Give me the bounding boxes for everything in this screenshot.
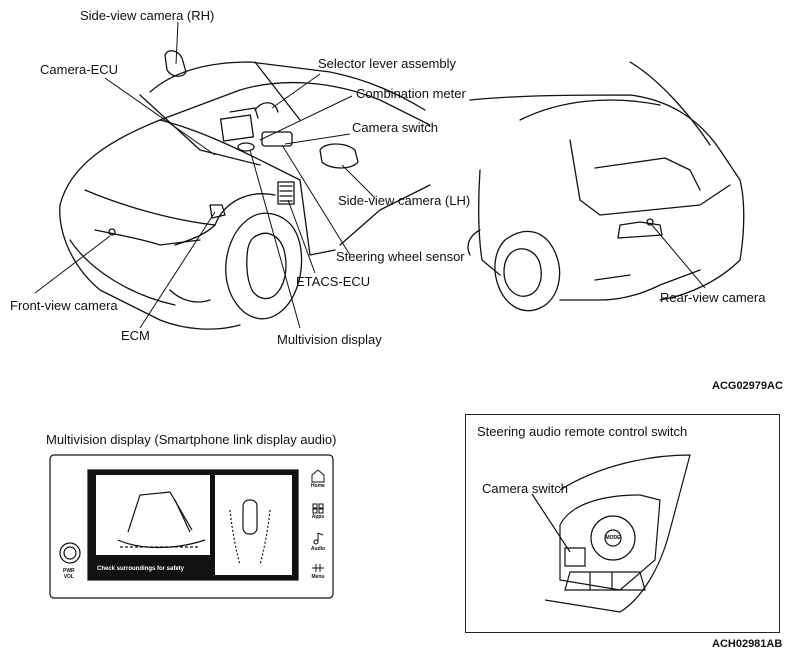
label-multivision-display: Multivision display <box>277 332 382 347</box>
steering-switch-frame <box>465 414 780 633</box>
home-icon <box>311 469 325 483</box>
audio-icon <box>317 532 324 542</box>
label-steering-wheel-sensor: Steering wheel sensor <box>336 249 465 264</box>
label-ecm: ECM <box>121 328 150 343</box>
label-combination-meter: Combination meter <box>356 86 466 101</box>
side-mirror-lh <box>319 143 359 169</box>
menu-icon <box>312 564 324 572</box>
rear-camera-shape <box>646 218 654 226</box>
display-safety-message: Check surroundings for safety <box>97 566 185 572</box>
display-panel-title: Multivision display (Smartphone link dis… <box>46 432 337 447</box>
steering-panel-title: Steering audio remote control switch <box>477 424 688 439</box>
label-side-view-camera-lh: Side-view camera (LH) <box>338 193 471 208</box>
display-audio-label: Audio <box>310 546 326 552</box>
selector-lever <box>254 102 279 113</box>
label-etacs-ecu: ETACS-ECU <box>296 274 371 289</box>
rear-vehicle-outline <box>467 61 745 312</box>
apps-icon <box>312 503 318 509</box>
leader-lines <box>34 21 706 329</box>
label-side-view-camera-rh: Side-view camera (RH) <box>80 8 215 23</box>
side-icons <box>311 469 325 572</box>
display-home-label: Home <box>311 483 325 489</box>
side-mirror-rh <box>164 50 187 77</box>
figure-code-upper: ACG02979AC <box>712 380 783 392</box>
steering-mode-label: MODE <box>605 535 621 541</box>
display-menu-label: Menu <box>311 574 325 580</box>
steering-switch-art <box>531 454 691 613</box>
etacs-ecu-shape <box>277 181 295 205</box>
label-front-view-camera: Front-view camera <box>10 298 118 313</box>
front-vehicle-outline <box>59 61 431 330</box>
display-power-label: PWR VOL <box>63 568 75 580</box>
steering-wheel-shape <box>237 142 255 152</box>
figure-code-lower: ACH02981AB <box>712 638 783 650</box>
camera-ecu-box <box>219 114 255 142</box>
label-selector-lever-assembly: Selector lever assembly <box>318 56 456 71</box>
steering-camera-switch-label: Camera switch <box>482 481 568 496</box>
ecm-shape <box>209 204 226 219</box>
multivision-device-art <box>49 454 334 599</box>
display-apps-label: Apps <box>311 514 325 520</box>
label-rear-view-camera: Rear-view camera <box>660 290 766 305</box>
front-camera-shape <box>108 228 116 236</box>
label-camera-switch: Camera switch <box>352 120 438 135</box>
label-camera-ecu: Camera-ECU <box>40 62 119 77</box>
